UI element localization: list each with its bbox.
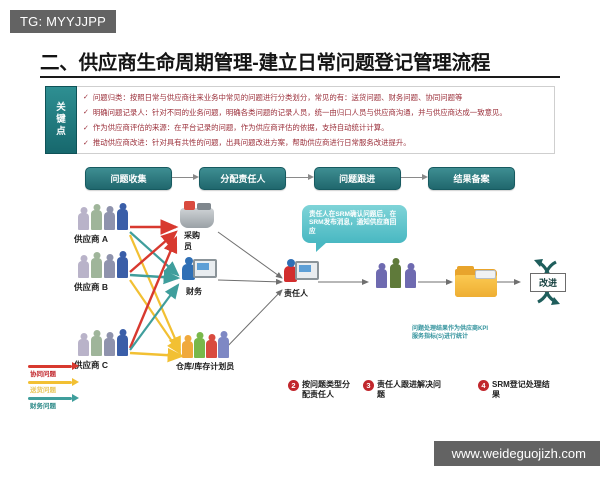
key-point-text: 作为供应商评估的来源：在平台记录的问题，作为供应商评估的依据，支持自动统计计算。 [92,123,389,133]
check-icon: ✓ [83,94,89,102]
archive-folder-icon [455,266,497,297]
key-points-tab: 关 键 点 [45,86,77,154]
diagram-canvas: 供应商 A 供应商 B 供应商 C 采购 员 财务 [0,190,600,440]
supplier-b-label: 供应商 B [74,282,109,292]
flow-step-record[interactable]: 结果备案 [427,166,515,190]
check-icon: ✓ [83,124,89,132]
owner-label: 责任人 [284,289,308,298]
page-title: 二、供应商生命周期管理-建立日常问题登记管理流程 [40,52,491,74]
purchaser-label-line2: 员 [184,242,192,251]
process-flow-row: 问题收集 分配责任人 问题跟进 结果备案 [85,166,515,190]
flow-step-followup[interactable]: 问题跟进 [313,166,401,190]
check-icon: ✓ [83,109,89,117]
number-badge: 4 [478,380,489,391]
title-underline [40,76,560,78]
improve-box: 改进 [530,273,566,292]
key-points-tab-char-2: 键 [56,114,66,126]
key-point-item: ✓ 作为供应商评估的来源：在平台记录的问题，作为供应商评估的依据，支持自动统计计… [83,123,550,133]
legend-label: 送货问题 [30,387,56,394]
tg-badge: TG: MYYJJPP [10,10,116,33]
purchaser-label-line1: 采购 [184,231,200,240]
legend-row-delivery: 送货问题 [28,378,82,394]
legend-label: 财务问题 [30,403,56,410]
owner-icon [284,261,319,282]
finance-label: 财务 [186,287,202,296]
legend-row-finance: 财务问题 [28,394,82,410]
numbered-item-3: 3 责任人跟进解决问题 [363,380,441,401]
flow-arrow-icon [400,173,429,183]
numbered-item-text: 按问题类型分配责任人 [302,380,350,400]
number-badge: 2 [288,380,299,391]
legend-label: 协同问题 [30,371,56,378]
key-points-panel: 关 键 点 ✓ 问题归类：按照日常与供应商往来业务中常见的问题进行分类划分，常见… [45,86,555,154]
check-icon: ✓ [83,139,89,147]
key-point-text: 明确问题记录人：针对不同的业务问题，明确各类问题的记录人员，统一由归口人员与供应… [92,107,507,117]
warehouse-planner-label: 仓库/库存计划员 [176,362,235,371]
finance-icon [182,259,217,280]
numbered-item-text: SRM登记处理结果 [492,380,550,400]
number-badge: 3 [363,380,374,391]
supplier-c-icon [74,330,132,356]
key-point-item: ✓ 问题归类：按照日常与供应商往来业务中常见的问题进行分类划分，常见的有：送货问… [83,93,550,103]
key-point-text: 推动供应商改进：针对具有共性的问题，出具问题改进方案，帮助供应商进行日常服务改进… [92,138,411,148]
team-group-icon [372,262,430,288]
legend-row-collaboration: 协同问题 [28,362,82,378]
key-point-text: 问题归类：按照日常与供应商往来业务中常见的问题进行分类划分，常见的有：送货问题、… [92,92,463,102]
flow-step-collect[interactable]: 问题收集 [85,166,172,190]
srm-notice-bubble: 责任人在SRM确认问题后，在SRM发布消息，通知供应商回应 [302,205,407,253]
supplier-a-label: 供应商 A [74,234,109,244]
flow-arrow-icon [172,173,200,183]
key-points-tab-char-1: 关 [56,102,66,114]
key-points-list: ✓ 问题归类：按照日常与供应商往来业务中常见的问题进行分类划分，常见的有：送货问… [77,86,555,154]
supplier-a-icon [74,204,132,230]
key-points-tab-char-3: 点 [56,125,66,137]
numbered-item-4: 4 SRM登记处理结果 [478,380,550,401]
key-point-item: ✓ 推动供应商改进：针对具有共性的问题，出具问题改进方案，帮助供应商进行日常服务… [83,138,550,148]
arrow-legend: 协同问题 送货问题 财务问题 [28,362,82,410]
flow-arrow-icon [286,173,314,183]
key-point-item: ✓ 明确问题记录人：针对不同的业务问题，明确各类问题的记录人员，统一由归口人员与… [83,108,550,118]
warehouse-planner-icon [180,332,238,358]
numbered-item-2: 2 按问题类型分配责任人 [288,380,350,401]
purchaser-icon [180,201,214,228]
supplier-c-label: 供应商 C [74,360,109,370]
flow-step-assign[interactable]: 分配责任人 [199,166,287,190]
supplier-b-icon [74,252,132,278]
watermark: www.weideguojizh.com [433,441,600,466]
kpi-note: 问题处理结果作为供应商KPI服务指标(S)进行统计 [412,326,489,340]
numbered-item-text: 责任人跟进解决问题 [377,380,441,400]
